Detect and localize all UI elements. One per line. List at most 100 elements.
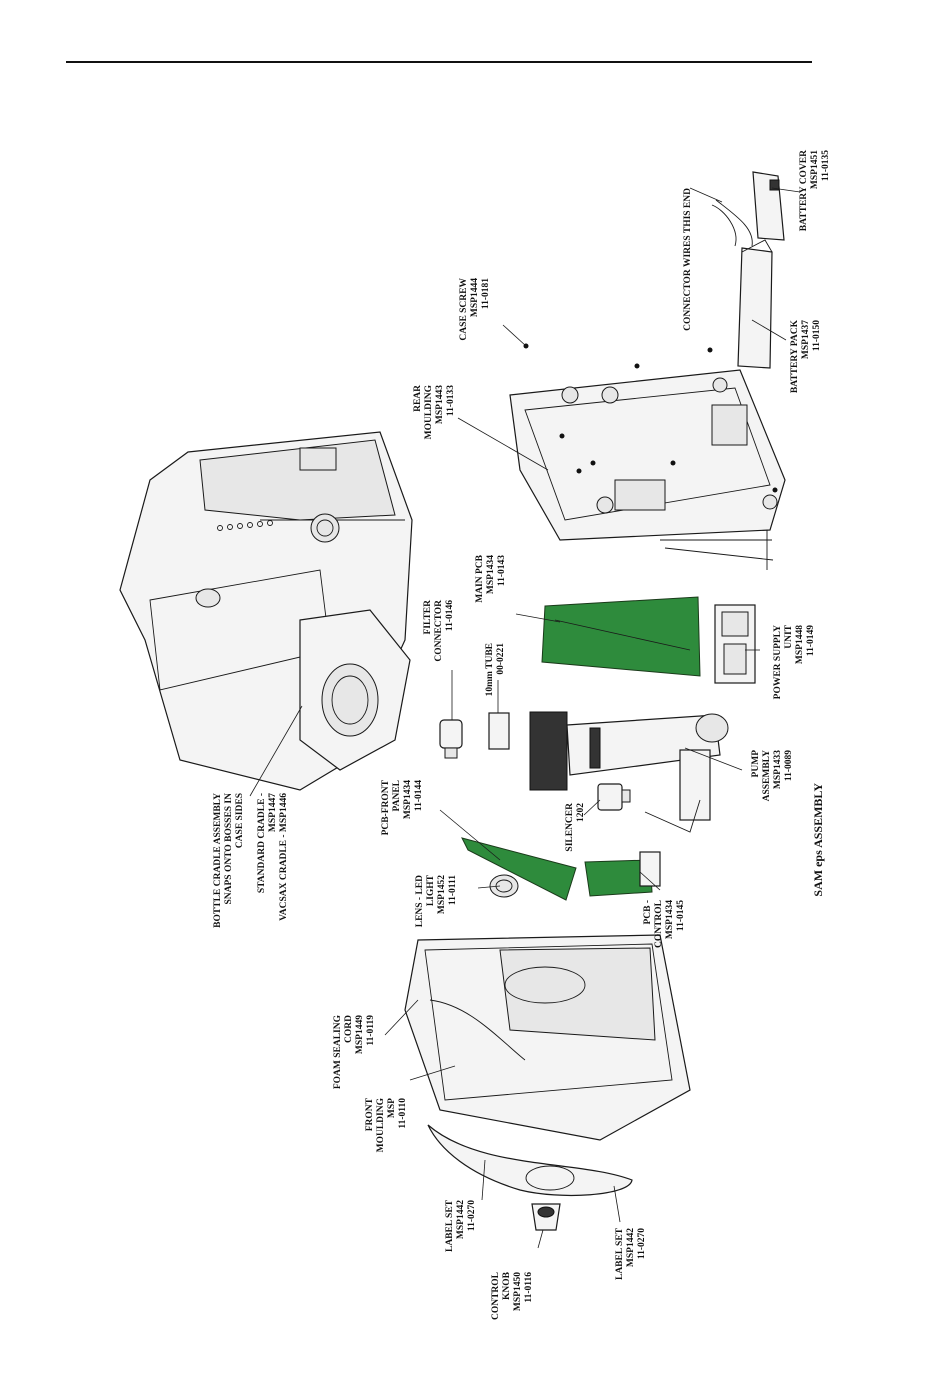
pump-line-1: PUMP xyxy=(751,750,761,778)
label-set-upper-line-2: MSP1442 xyxy=(456,1200,466,1239)
connector-wires-text: CONNECTOR WIRES THIS END xyxy=(683,188,693,331)
diagram-caption: SAM eps ASSEMBLY xyxy=(811,783,825,897)
connector-wires xyxy=(711,199,753,247)
pcb-front-panel-line-1: PCB-FRONT xyxy=(381,779,391,835)
filter-connector-part xyxy=(439,719,463,759)
pcb-front-panel-line-3: MSP1434 xyxy=(403,780,413,819)
battery-cover-line-2: MSP1451 xyxy=(810,150,820,189)
main-pcb-part xyxy=(541,596,701,677)
label-control-knob: CONTROL KNOB MSP1450 11-0116 xyxy=(491,1271,534,1320)
power-supply-line-1: POWER SUPPLY xyxy=(773,625,783,699)
pcb-control-line-4: 11-0145 xyxy=(676,900,686,931)
silencer-line-2: 1202 xyxy=(576,803,586,822)
main-pcb-line-3: 11-0143 xyxy=(497,555,507,586)
filter-connector-line-2: CONNECTOR xyxy=(434,600,444,662)
rear-moulding-part xyxy=(509,369,786,570)
label-bottle-cradle: BOTTLE CRADLE ASSEMBLY SNAPS ONTO BOSSES… xyxy=(213,793,289,928)
lens-led-part xyxy=(489,874,519,898)
label-set-lower-line-1: LABEL SET xyxy=(615,1227,625,1280)
lens-led-line-1: LENS - LED xyxy=(415,875,425,927)
bottle-cradle-line-2: SNAPS ONTO BOSSES IN xyxy=(224,793,234,905)
rear-moulding-line-3: MSP1443 xyxy=(435,385,445,424)
pump-line-2: ASSEMBLY xyxy=(762,750,772,802)
pcb-control-line-2: CONTROL xyxy=(654,900,664,948)
battery-pack-line-3: 11-0150 xyxy=(812,320,822,351)
lens-led-line-2: LIGHT xyxy=(426,874,436,906)
filter-connector-line-1: FILTER xyxy=(423,600,433,635)
foam-sealing-line-3: MSP1449 xyxy=(355,1015,365,1054)
pcb-control-line-3: MSP1434 xyxy=(665,900,675,939)
battery-pack-line-1: BATTERY PACK xyxy=(790,319,800,393)
pcb-control-part xyxy=(584,851,661,897)
bottle-cradle-part xyxy=(119,431,413,791)
tube-line-2: 00-0221 xyxy=(496,643,506,675)
bottle-cradle-line-5: STANDARD CRADLE - xyxy=(257,793,267,893)
pump-assembly-part xyxy=(529,711,729,833)
bottle-cradle-line-7: VACSAX CRADLE - MSP1446 xyxy=(279,793,289,921)
front-moulding-line-2: MOULDING xyxy=(376,1097,386,1152)
main-pcb-line-2: MSP1434 xyxy=(486,555,496,594)
label-set-lower-line-2: MSP1442 xyxy=(626,1228,636,1267)
label-pcb-control: PCB - CONTROL MSP1434 11-0145 xyxy=(643,900,686,948)
tube-line-1: 10mm TUBE xyxy=(485,643,495,696)
rear-moulding-line-2: MOULDING xyxy=(424,384,434,439)
rear-moulding-line-1: REAR xyxy=(413,385,423,412)
leader-lines xyxy=(249,187,801,1249)
label-set-upper-part xyxy=(427,1124,633,1197)
foam-sealing-line-2: CORD xyxy=(344,1015,354,1043)
front-moulding-line-1: FRONT xyxy=(365,1097,375,1131)
label-battery-cover: BATTERY COVER MSP1451 11-0135 xyxy=(799,150,831,231)
main-pcb-line-1: MAIN PCB xyxy=(475,554,485,602)
bottle-cradle-line-3: CASE SIDES xyxy=(235,793,245,848)
label-front-moulding: FRONT MOULDING MSP 11-0110 xyxy=(365,1097,408,1152)
pump-line-3: MSP1433 xyxy=(773,750,783,789)
filter-connector-line-3: 11-0146 xyxy=(445,600,455,631)
tube-part xyxy=(488,712,510,750)
battery-pack-part xyxy=(737,239,773,369)
label-label-set-upper: LABEL SET MSP1442 11-0270 xyxy=(445,1199,477,1252)
control-knob-line-4: 11-0116 xyxy=(524,1272,534,1303)
label-foam-sealing: FOAM SEALING CORD MSP1449 11-0119 xyxy=(333,1014,376,1089)
cradle-led-row xyxy=(217,520,273,531)
battery-cover-part xyxy=(752,171,785,241)
control-knob-line-1: CONTROL xyxy=(491,1272,501,1320)
label-filter-connector: FILTER CONNECTOR 11-0146 xyxy=(423,600,455,662)
bottle-cradle-line-6: MSP1447 xyxy=(268,793,278,832)
top-rule xyxy=(66,61,812,63)
pcb-front-panel-line-2: PANEL xyxy=(392,780,402,812)
silencer-part xyxy=(597,783,631,811)
label-label-set-lower: LABEL SET MSP1442 11-0270 xyxy=(615,1227,647,1280)
label-lens-led: LENS - LED LIGHT MSP1452 11-0111 xyxy=(415,874,458,927)
battery-cover-line-3: 11-0135 xyxy=(821,150,831,181)
lens-led-line-3: MSP1452 xyxy=(437,875,447,914)
pcb-control-line-1: PCB - xyxy=(643,900,653,925)
front-moulding-line-3: MSP xyxy=(387,1098,397,1118)
battery-cover-line-1: BATTERY COVER xyxy=(799,150,809,231)
label-tube: 10mm TUBE 00-0221 xyxy=(485,643,506,697)
label-silencer: SILENCER 1202 xyxy=(565,803,586,852)
front-moulding-part xyxy=(404,934,691,1141)
label-pcb-front-panel: PCB-FRONT PANEL MSP1434 11-0144 xyxy=(381,779,424,835)
lens-led-line-4: 11-0111 xyxy=(448,875,458,905)
label-power-supply: POWER SUPPLY UNIT MSP1448 11-0149 xyxy=(773,624,816,699)
label-rear-moulding: REAR MOULDING MSP1443 11-0133 xyxy=(413,384,456,439)
label-case-screw: CASE SCREW MSP1444 11-0181 xyxy=(459,278,491,341)
battery-pack-line-2: MSP1437 xyxy=(801,320,811,359)
silencer-line-1: SILENCER xyxy=(565,803,575,852)
control-knob-line-3: MSP1450 xyxy=(513,1272,523,1311)
case-screw-line-1: CASE SCREW xyxy=(459,278,469,341)
power-supply-part xyxy=(714,604,756,684)
label-main-pcb: MAIN PCB MSP1434 11-0143 xyxy=(475,554,507,602)
power-supply-line-4: 11-0149 xyxy=(806,625,816,656)
label-set-upper-line-1: LABEL SET xyxy=(445,1199,455,1252)
pcb-front-panel-part xyxy=(461,837,577,901)
caption-group: SAM eps ASSEMBLY xyxy=(811,783,825,897)
pump-line-4: 11-0089 xyxy=(784,750,794,781)
case-screw-line-3: 11-0181 xyxy=(481,278,491,309)
power-supply-line-2: UNIT xyxy=(784,624,794,648)
control-knob-part xyxy=(531,1203,561,1231)
pcb-front-panel-line-4: 11-0144 xyxy=(414,780,424,811)
foam-sealing-line-1: FOAM SEALING xyxy=(333,1014,343,1089)
case-screw-line-2: MSP1444 xyxy=(470,278,480,317)
